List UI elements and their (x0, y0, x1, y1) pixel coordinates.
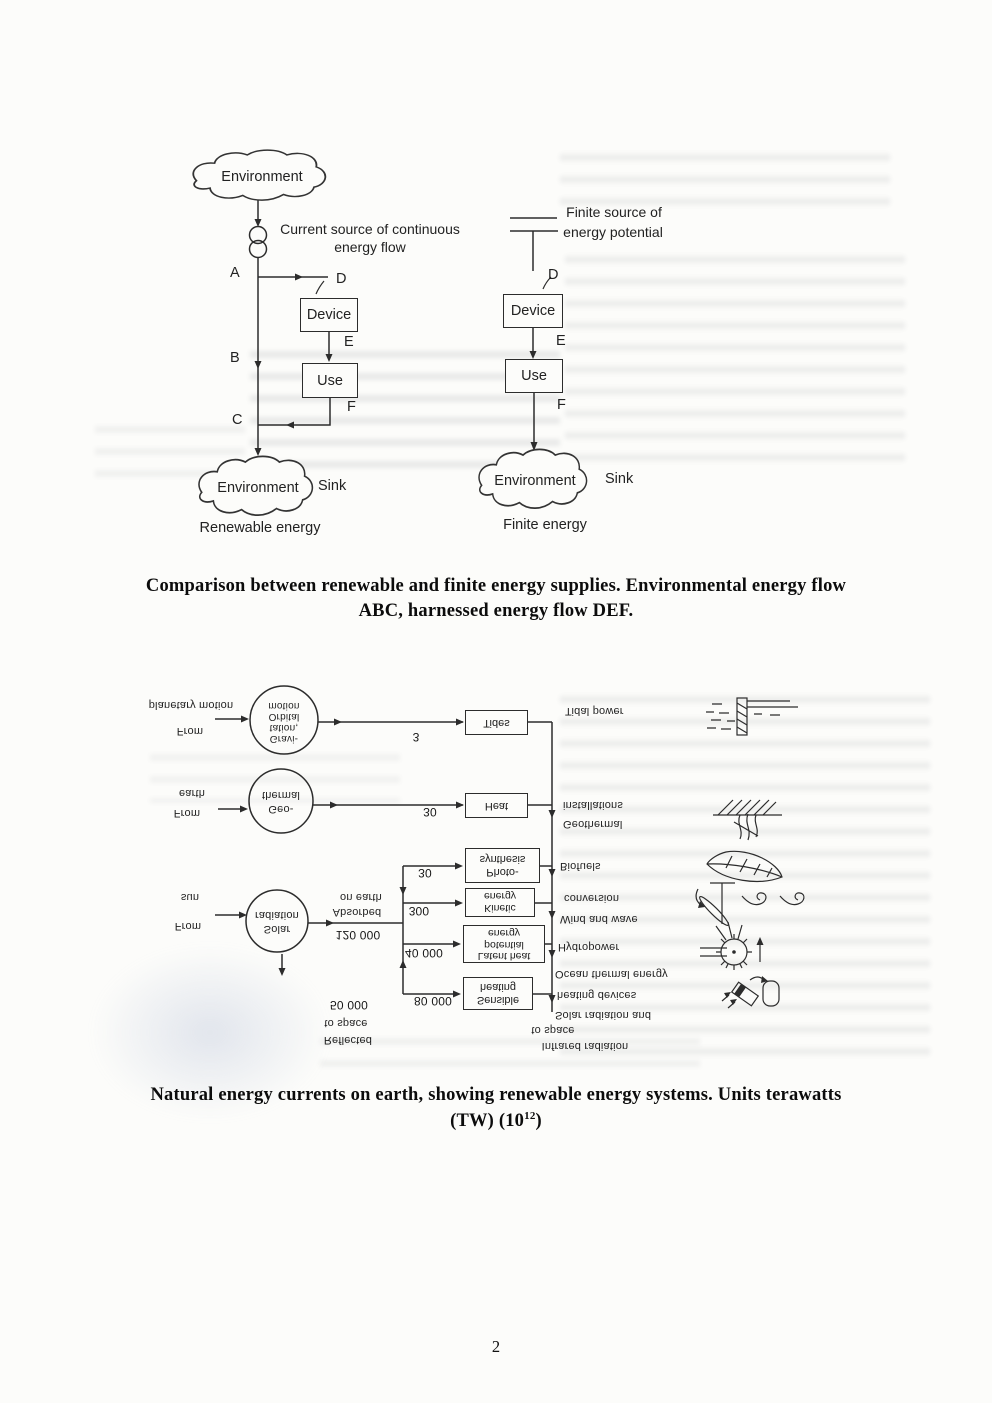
output-hydropower: Hydropower (558, 941, 620, 953)
switch-tick-D (542, 276, 552, 290)
heat-box: Heat (465, 793, 528, 818)
current-source-icon (248, 225, 268, 259)
figure-renewable-vs-finite: Environment Current source of continuous… (150, 140, 730, 570)
use-box: Use (302, 363, 358, 398)
leaf-icon (706, 850, 783, 882)
finite-source-caption-line2: energy potential (563, 224, 663, 240)
device-box: Device (503, 294, 563, 328)
flow-label-C: C (232, 412, 243, 428)
solar-circle-line1: Solar (263, 923, 291, 935)
absorbed-line2: on earth (340, 891, 382, 903)
from-planetary-line1: From (176, 725, 204, 737)
value-heat: 30 (423, 805, 437, 819)
gravi-circle-line1: Gravi- (269, 733, 299, 744)
flow-label-F: F (557, 397, 566, 413)
output-wind-line2: conversion (564, 892, 620, 904)
reflected-line1: Reflected (323, 1034, 373, 1046)
page-number: 2 (491, 1337, 501, 1356)
geo-circle-line2: thermal (261, 789, 301, 801)
value-photo: 30 (418, 866, 432, 880)
switch-tick-D (315, 280, 325, 295)
figure1-linework (192, 149, 588, 517)
waves-icon (741, 892, 805, 906)
from-sun-line1: From (174, 920, 202, 932)
reflected-line2: to space (324, 1017, 368, 1029)
distribution-arrow-up (399, 887, 407, 895)
gravi-circle-line3: Orbital (268, 711, 300, 722)
solar-circle-line2: radiation (255, 909, 299, 921)
flow-label-F: F (347, 399, 356, 415)
flow-label-E: E (556, 333, 566, 349)
output-solar-line2: heating devices (557, 989, 637, 1001)
figure-natural-energy-currents: From sun From earth From planetary motio… (130, 680, 890, 1060)
output-geothermal-line2: installations (563, 799, 624, 811)
wind-turbine-icon (695, 882, 735, 926)
geothermal-circle (248, 768, 314, 834)
environment-sink-label: Environment (217, 480, 299, 496)
environment-sink-label: Environment (494, 473, 576, 489)
finite-source-caption-line1: Finite source of (566, 204, 662, 220)
gravi-circle-line2: tation, (269, 722, 299, 733)
from-earth-line2: earth (178, 787, 206, 799)
figure2-linework (215, 685, 805, 1012)
device-box: Device (300, 298, 358, 332)
from-earth-line1: From (173, 807, 201, 819)
infrared-line1: Infrared radiation (541, 1040, 629, 1052)
renewable-energy-caption: Renewable energy (199, 520, 321, 536)
absorbed-value: 120 000 (335, 928, 381, 942)
solar-radiation-circle (245, 889, 309, 953)
tidal-barrage-icon (706, 697, 798, 736)
tides-box: Tides (465, 710, 528, 735)
figure1-caption-line2: ABC, harnessed energy flow DEF. (358, 601, 634, 621)
photosynthesis-box: Photo-synthesis (465, 848, 540, 883)
output-geothermal-line1: Geothermal (563, 818, 623, 830)
flow-label-A: A (230, 265, 240, 281)
finite-flow-lines (510, 217, 558, 451)
caption-superscript: 12 (524, 1110, 536, 1122)
value-tides: 3 (412, 730, 420, 744)
figure1-caption-line1: Comparison between renewable and finite … (145, 576, 847, 596)
renewable-flow-lines (248, 200, 333, 456)
finite-source-icon (510, 217, 558, 232)
geo-circle-line1: Geo- (268, 803, 294, 815)
output-tidal-power: Tidal power (565, 705, 624, 717)
from-planetary-line2: planetary motion (148, 699, 234, 711)
output-wind-line1: Wind and wave (560, 913, 638, 925)
environment-source-label: Environment (221, 169, 303, 185)
gravi-circle-line4: motion (268, 700, 300, 711)
current-source-caption-line2: energy flow (334, 239, 406, 255)
flow-label-D: D (336, 271, 347, 287)
absorbed-line1: Absorbed (332, 906, 382, 918)
sink-label: Sink (605, 471, 634, 487)
distribution-arrow-down (399, 960, 407, 968)
flow-label-D: D (548, 267, 559, 283)
finite-energy-caption: Finite energy (503, 517, 587, 533)
flow-label-E: E (344, 334, 354, 350)
figure2-caption-line2: (TW) (1012) (450, 1110, 542, 1132)
infrared-line2: to space (531, 1024, 575, 1036)
sink-label: Sink (318, 478, 347, 494)
gravitation-circle (249, 685, 319, 755)
value-latent: 40 000 (405, 946, 443, 960)
use-box: Use (505, 359, 563, 393)
current-source-caption-line1: Current source of continuous (280, 221, 460, 237)
reflected-value: 50 000 (330, 998, 368, 1012)
from-sun-line2: sun (180, 891, 200, 903)
figure2-caption-line1: Natural energy currents on earth, showin… (150, 1085, 842, 1105)
output-solar-line1: Solar radiation and (555, 1009, 652, 1021)
water-wheel-icon (700, 921, 764, 970)
output-biofuels: Biofuels (560, 860, 601, 872)
flow-label-B: B (230, 350, 240, 366)
geothermal-steam-icon (713, 799, 782, 841)
output-solar-line3: Ocean thermal energy (555, 968, 668, 980)
value-kinetic: 300 (408, 904, 430, 918)
value-sensible: 80 000 (414, 994, 452, 1008)
solar-heater-icon (721, 976, 780, 1009)
